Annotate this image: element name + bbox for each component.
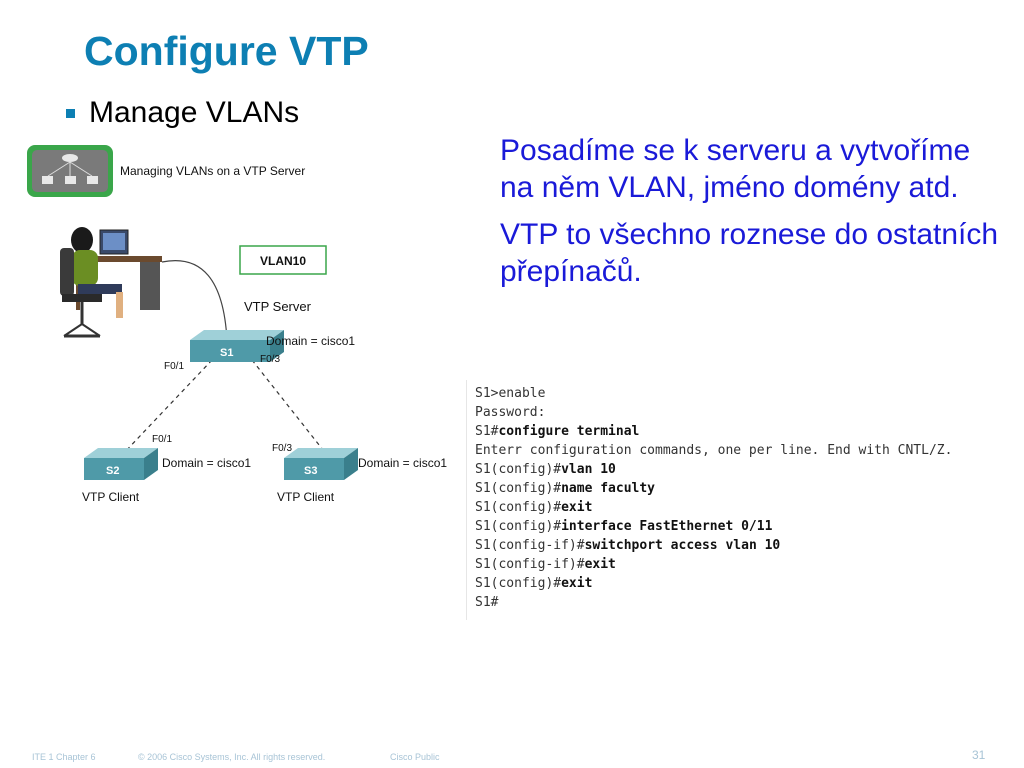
s2-domain: Domain = cisco1 [162,456,251,470]
cli-line: S1(config)#exit [475,576,593,591]
diagram-caption: Managing VLANs on a VTP Server [120,164,305,178]
square-bullet-icon [66,108,75,118]
cli-output: S1>enable Password: S1#configure termina… [466,380,1014,620]
vtp-diagram: Managing VLANs on a VTP Server VLAN10 VT… [27,145,447,504]
cli-line: S1(config)#name faculty [475,481,656,496]
s1-port-left: F0/1 [164,361,184,372]
s2-name: S2 [106,465,119,477]
footer-copyright: © 2006 Cisco Systems, Inc. All rights re… [138,752,326,762]
s3-role: VTP Client [277,490,335,504]
switch-s2-icon: S2 [84,448,158,480]
vtp-server-label: VTP Server [244,299,312,314]
cli-line: S1#configure terminal [475,424,640,439]
body-text: Posadíme se k serveru a vytvoříme na něm… [500,132,1000,300]
paragraph-2: VTP to všechno roznese do ostatních přep… [500,218,999,288]
cli-line: S1# [475,595,499,610]
cli-line: S1(config)#exit [475,500,593,515]
page-number: 31 [972,748,986,762]
admin-workstation-icon [60,227,162,338]
bullet-text: Manage VLANs [89,96,300,129]
cli-line: S1>enable [475,386,546,401]
s3-port: F0/3 [272,443,292,454]
s1-port-right: F0/3 [260,354,280,365]
cli-line: Password: [475,405,546,420]
network-badge-icon [27,145,113,197]
slide-title: Configure VTP [84,28,369,74]
footer-chapter: ITE 1 Chapter 6 [32,752,96,762]
switch-s1-icon: S1 [190,330,284,362]
s3-domain: Domain = cisco1 [358,456,447,470]
cli-line: S1(config-if)#switchport access vlan 10 [475,538,781,553]
vlan-label: VLAN10 [260,254,306,268]
s2-port: F0/1 [152,434,172,445]
s1-name: S1 [220,347,233,359]
cli-line: S1(config)#vlan 10 [475,462,616,477]
paragraph-1: Posadíme se k serveru a vytvoříme na něm… [500,134,971,204]
bullet-item: Manage VLANs [66,96,299,130]
cli-line: S1(config)#interface FastEthernet 0/11 [475,519,773,534]
footer-classification: Cisco Public [390,752,440,762]
cli-line: S1(config-if)#exit [475,557,616,572]
s3-name: S3 [304,465,317,477]
cli-line: Enterr configuration commands, one per l… [475,443,953,458]
s2-role: VTP Client [82,490,140,504]
s1-domain: Domain = cisco1 [266,334,355,348]
switch-s3-icon: S3 [284,448,358,480]
